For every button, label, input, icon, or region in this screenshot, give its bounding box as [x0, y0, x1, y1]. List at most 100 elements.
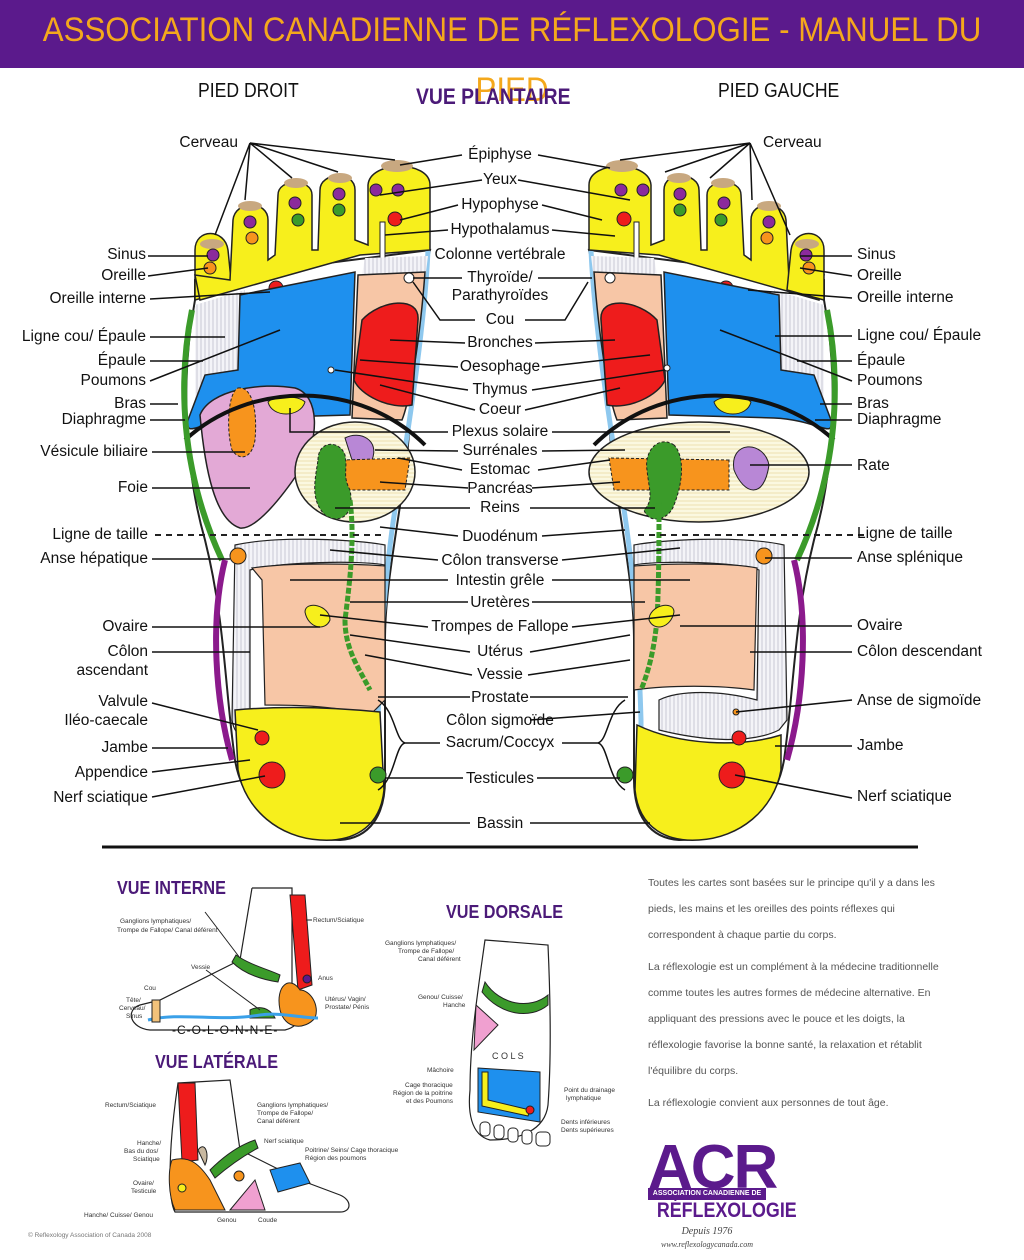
vl-label-rectum: Rectum/Sciatique [105, 1102, 156, 1109]
label-ascendant: ascendant [76, 662, 148, 679]
label-sinus-left: Sinus [857, 246, 896, 263]
vl-label-nerf: Nerf sciatique [264, 1138, 304, 1145]
vi-label-colonne: -C-O-L-O-N-N-E- [172, 1023, 279, 1037]
label-coeur: Coeur [478, 401, 522, 418]
label-oesophage: Oesophage [459, 358, 541, 375]
logo-url: www.reflexologycanada.com [661, 1240, 753, 1249]
left-leader-lines [147, 142, 396, 798]
vl-label-hanche: Hanche/ [137, 1140, 162, 1147]
info-paragraph-1: Toutes les cartes sont basées sur le pri… [648, 877, 935, 941]
label-jambe-left: Jambe [857, 737, 904, 754]
label-jambe: Jambe [101, 739, 148, 756]
label-colonne-vertebrale: Colonne vertébrale [434, 246, 566, 263]
title-banner [0, 0, 1024, 68]
vl-label-genou: Genou [217, 1217, 237, 1224]
vi-label-cerveau: Cerveau/ [119, 1005, 146, 1012]
label-anse-de-sigmoide: Anse de sigmoïde [857, 692, 982, 709]
vl-label-trompe: Trompe de Fallope/ [257, 1110, 314, 1117]
vd-label-canal: Canal déférent [418, 956, 461, 963]
label-surrenales: Surrénales [462, 442, 538, 459]
vi-label-prostate: Prostate/ Pénis [325, 1004, 370, 1011]
vi-label-cou: Cou [144, 985, 156, 992]
label-appendice: Appendice [74, 764, 148, 781]
vi-label-tete: Tête/ [126, 997, 141, 1004]
vl-label-poumons: Région des poumons [305, 1155, 367, 1162]
label-vesicule-biliaire: Vésicule biliaire [40, 443, 148, 460]
label-bras: Bras [114, 395, 146, 412]
label-bronches: Bronches [467, 334, 533, 351]
label-cerveau-right: Cerveau [179, 134, 238, 151]
page-title: ASSOCIATION CANADIENNE DE RÉFLEXOLOGIE -… [42, 11, 982, 109]
label-epaule-left: Épaule [857, 352, 906, 369]
vue-dorsale-title: VUE DORSALE [446, 902, 564, 922]
label-prostate: Prostate [471, 689, 529, 706]
right-heart-area [353, 302, 419, 407]
vd-label-hanche: Hanche [443, 1002, 466, 1009]
vi-label-sinus: Sinus [126, 1013, 143, 1020]
vd-label-trompe: Trompe de Fallope/ [398, 948, 455, 955]
label-ileo-caecale: Iléo-caecale [64, 712, 148, 729]
label-uterus: Utérus [477, 643, 523, 660]
right-leader-lines [619, 142, 853, 799]
vd-label-drainage: Point du drainage [564, 1087, 615, 1094]
label-colon: Côlon [107, 643, 149, 660]
vi-label-uterus: Utérus/ Vagin/ [325, 996, 366, 1003]
left-foot [587, 160, 864, 842]
label-diaphragme-left: Diaphragme [857, 411, 942, 428]
vl-label-sciatique: Sciatique [133, 1156, 160, 1163]
label-testicules: Testicules [465, 770, 535, 787]
right-small-intestine [250, 563, 386, 716]
label-thymus: Thymus [472, 381, 528, 398]
right-heel [234, 706, 385, 841]
lateral-view-foot [168, 1079, 350, 1213]
label-duodenum: Duodénum [462, 528, 538, 545]
vd-label-dents-sup: Dents supérieures [561, 1127, 614, 1134]
right-kidney [314, 443, 352, 520]
label-poumons: Poumons [80, 372, 146, 389]
vl-label-ovaire: Ovaire/ [133, 1180, 154, 1187]
label-valvule: Valvule [98, 693, 148, 710]
label-ligne-cou-epaule: Ligne cou/ Épaule [21, 328, 146, 345]
label-yeux: Yeux [483, 171, 517, 188]
label-ligne-de-taille-left: Ligne de taille [857, 525, 953, 542]
vd-label-machoire: Mâchoire [427, 1067, 454, 1074]
label-colon-transverse: Côlon transverse [441, 552, 559, 569]
label-parathyroides: Parathyroïdes [451, 287, 549, 304]
label-epaule: Épaule [97, 352, 146, 369]
vl-label-testicule: Testicule [131, 1188, 157, 1195]
label-bras-left: Bras [857, 395, 889, 412]
label-estomac: Estomac [469, 461, 531, 478]
info-paragraph-2: La réflexologie est un complément à la m… [648, 961, 939, 1077]
label-colon-descendant: Côlon descendant [857, 643, 982, 660]
label-rate: Rate [857, 457, 890, 474]
label-hypophyse: Hypophyse [461, 196, 539, 213]
label-ligne-cou-epaule-left: Ligne cou/ Épaule [857, 327, 982, 344]
vd-label-lymphatique: lymphatique [566, 1095, 602, 1102]
right-diaphragm-line [183, 393, 427, 447]
vl-label-bas-du-dos: Bas du dos/ [124, 1148, 159, 1155]
label-oreille-interne: Oreille interne [49, 290, 147, 307]
center-leader-lines [289, 154, 730, 824]
vd-label-poumons: et des Poumons [406, 1098, 453, 1105]
vi-label-vessie: Vessie [191, 964, 211, 971]
info-paragraph-3: La réflexologie convient aux personnes d… [648, 1097, 889, 1109]
internal-view-foot [130, 887, 319, 1031]
vi-label-trompe: Trompe de Fallope/ Canal déférent [117, 927, 218, 934]
vd-label-genou: Genou/ Cuisse/ [418, 994, 463, 1001]
vue-interne-title: VUE INTERNE [117, 878, 226, 898]
label-nerf-sciatique-left: Nerf sciatique [857, 788, 952, 805]
label-diaphragme: Diaphragme [61, 411, 146, 428]
left-foot-heading: PIED GAUCHE [718, 80, 840, 102]
label-anse-splenique: Anse splénique [857, 549, 963, 566]
label-oreille-left: Oreille [857, 267, 902, 284]
label-nerf-sciatique: Nerf sciatique [53, 789, 148, 806]
label-epiphyse: Épiphyse [468, 146, 532, 163]
plantar-foot-diagram [102, 142, 918, 849]
label-foie: Foie [117, 479, 148, 496]
vl-label-hanche-cuisse-genou: Hanche/ Cuisse/ Genou [84, 1212, 154, 1219]
label-trompes-de-fallope: Trompes de Fallope [431, 618, 569, 635]
logo-band: ASSOCIATION CANADIENNE DE [648, 1188, 766, 1200]
label-ligne-de-taille: Ligne de taille [52, 526, 148, 543]
vl-label-poitrine: Poitrine/ Seins/ Cage thoracique [305, 1147, 399, 1154]
right-foot [155, 160, 432, 842]
